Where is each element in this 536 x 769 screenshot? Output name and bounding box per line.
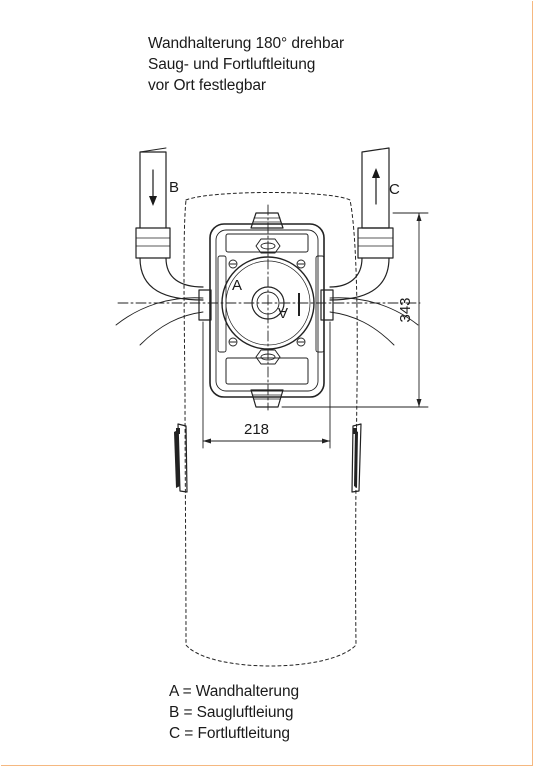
legend: A = Wandhalterung B = Saugluftleiung C =…: [169, 681, 299, 744]
label-a-front: A: [232, 277, 242, 294]
heading-line-2: Saug- und Fortluftleitung: [148, 56, 316, 73]
bottom-handle: [250, 349, 284, 408]
dimension-width-label: 218: [244, 421, 269, 438]
fan-disc: [221, 256, 315, 350]
clip-left: [174, 423, 188, 493]
dimension-height-label: 343: [397, 297, 414, 322]
lock-indicator: [298, 293, 300, 316]
arrow-c-icon: [372, 168, 380, 205]
label-c: C: [389, 181, 400, 198]
duct-c: [329, 147, 394, 301]
arrow-b-icon: [149, 169, 157, 206]
legend-item-a: A = Wandhalterung: [169, 683, 299, 700]
top-handle: [250, 212, 284, 254]
screws: [228, 259, 306, 347]
dimension-height: [281, 212, 429, 408]
clip-right: [351, 423, 362, 493]
port-left: [198, 289, 212, 321]
duct-b: [135, 147, 204, 301]
dimension-width: [202, 321, 331, 449]
label-b: B: [169, 179, 179, 196]
heading: Wandhalterung 180° drehbar Saug- und For…: [148, 33, 344, 96]
heading-line-1: Wandhalterung 180° drehbar: [148, 35, 345, 52]
heading-line-3: vor Ort festlegbar: [148, 77, 266, 94]
legend-item-b: B = Saugluftleiung: [169, 704, 294, 721]
label-a-rotated: A: [278, 304, 288, 321]
housing: [209, 223, 325, 398]
legend-item-c: C = Fortluftleitung: [169, 725, 290, 742]
sweep-arcs: [115, 297, 419, 346]
port-right: [320, 289, 334, 321]
rotation-outline: [183, 192, 358, 667]
